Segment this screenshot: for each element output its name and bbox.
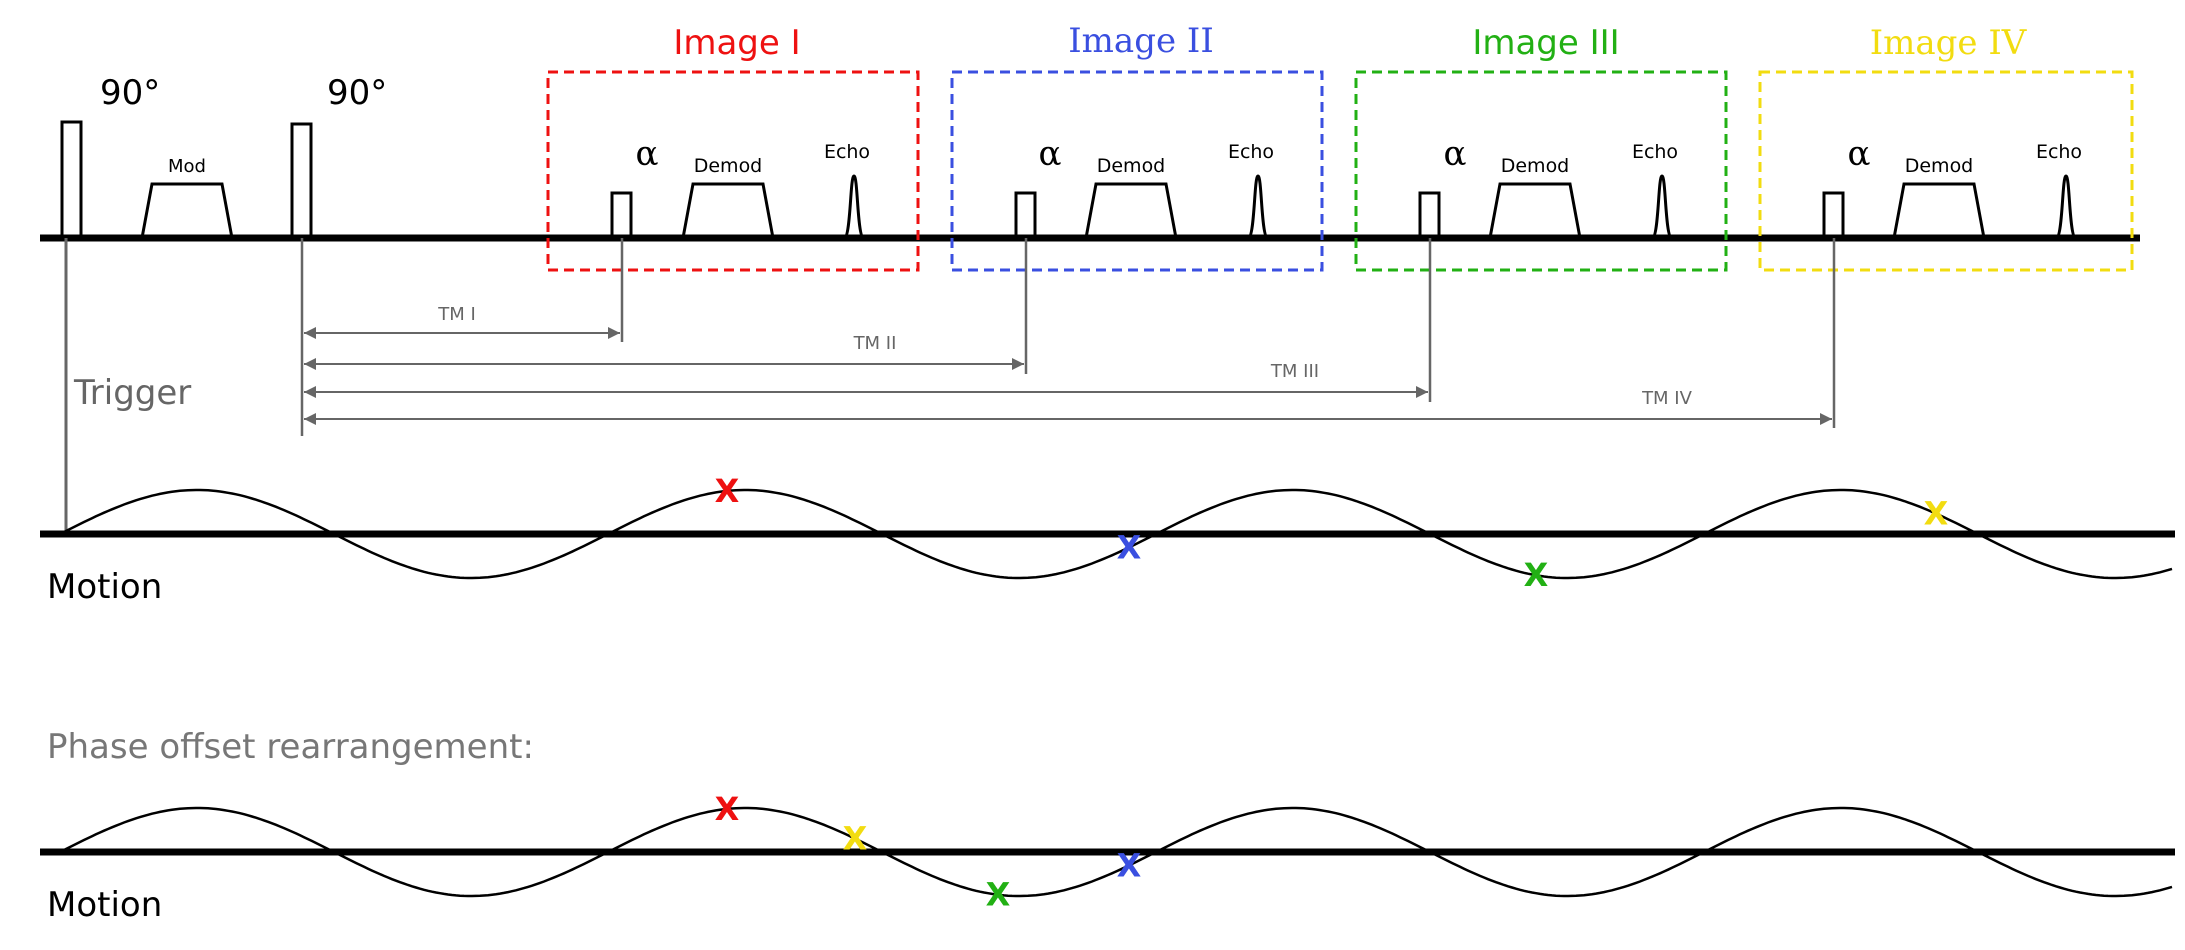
- rearrangement-title: Phase offset rearrangement:: [47, 727, 534, 767]
- image-title-1: Image I: [673, 23, 800, 63]
- motion-wave-2: [59, 806, 2173, 898]
- rf-pulse-90-first-label: 90°: [100, 73, 160, 113]
- rearranged-marker-image-1: X: [715, 790, 740, 828]
- image-box-4: [1758, 70, 2134, 272]
- tm-label-1: TM I: [437, 304, 476, 325]
- trigger-label: Trigger: [73, 373, 191, 413]
- motion-label-1: Motion: [47, 567, 162, 607]
- echo-signal-1: [842, 174, 866, 240]
- alpha-pulse-1: [610, 191, 633, 240]
- mod-gradient: [140, 182, 234, 239]
- timing-annotations: [64, 238, 1836, 534]
- motion-track-2: Motion X X X X: [40, 790, 2175, 925]
- tm-labels: TM I TM II TM III TM IV: [437, 304, 1692, 409]
- tm-arrow-4: [304, 413, 1832, 425]
- tm-arrow-2: [304, 358, 1024, 370]
- echo-signal-4: [2054, 174, 2078, 240]
- image-title-3: Image III: [1472, 23, 1619, 63]
- tm-arrow-3: [304, 386, 1428, 398]
- mod-gradient-label: Mod: [168, 156, 206, 177]
- tm-label-4: TM IV: [1641, 388, 1693, 409]
- motion-marker-image-2: X: [1117, 528, 1142, 566]
- image-block-3: Image III α Demod Echo: [1354, 23, 1728, 272]
- rearranged-marker-image-4: X: [843, 820, 868, 858]
- alpha-label-1: α: [636, 134, 659, 174]
- echo-label-1: Echo: [824, 141, 870, 163]
- rearranged-marker-image-3: X: [986, 876, 1011, 914]
- rf-pulse-90-second-label: 90°: [327, 73, 387, 113]
- motion-markers-2: X X X X: [715, 790, 1142, 914]
- alpha-pulse-2: [1014, 191, 1037, 240]
- demod-gradient-4: [1892, 182, 1986, 239]
- rf-pulse-90-first: [60, 120, 83, 240]
- image-box-2: [950, 70, 1324, 272]
- tm-label-3: TM III: [1270, 361, 1319, 382]
- tm-arrow-1: [304, 327, 620, 339]
- pulse-sequence: 90° Mod 90° Image I α Demod Echo Image I…: [40, 21, 2140, 272]
- motion-marker-image-1: X: [715, 472, 740, 510]
- demod-gradient-2: [1084, 182, 1178, 239]
- image-title-4: Image IV: [1870, 23, 2028, 63]
- rf-pulse-90-second: [290, 122, 313, 240]
- echo-label-3: Echo: [1632, 141, 1678, 163]
- echo-label-4: Echo: [2036, 141, 2082, 163]
- motion-label-2: Motion: [47, 885, 162, 925]
- motion-marker-image-4: X: [1924, 495, 1949, 533]
- rearranged-marker-image-2: X: [1117, 846, 1142, 884]
- image-box-1: [546, 70, 920, 272]
- tm-label-2: TM II: [853, 333, 897, 354]
- motion-track-1: Motion X X X X: [40, 472, 2175, 607]
- image-box-3: [1354, 70, 1728, 272]
- motion-wave-1: [59, 488, 2173, 580]
- demod-label-4: Demod: [1905, 155, 1974, 177]
- demod-gradient-1: [681, 182, 775, 239]
- image-block-1: Image I α Demod Echo: [546, 23, 920, 272]
- demod-gradient-3: [1488, 182, 1582, 239]
- image-block-4: Image IV α Demod Echo: [1758, 23, 2134, 272]
- alpha-pulse-3: [1418, 191, 1441, 240]
- alpha-label-4: α: [1848, 134, 1871, 174]
- motion-marker-image-3: X: [1524, 556, 1549, 594]
- alpha-pulse-4: [1822, 191, 1845, 240]
- image-title-2: Image II: [1068, 21, 1214, 61]
- demod-label-1: Demod: [694, 155, 763, 177]
- motion-markers-1: X X X X: [715, 472, 1949, 594]
- echo-signal-2: [1246, 174, 1270, 240]
- alpha-label-3: α: [1444, 134, 1467, 174]
- echo-signal-3: [1650, 174, 1674, 240]
- alpha-label-2: α: [1039, 134, 1062, 174]
- demod-label-2: Demod: [1097, 155, 1166, 177]
- image-block-2: Image II α Demod Echo: [950, 21, 1324, 272]
- echo-label-2: Echo: [1228, 141, 1274, 163]
- demod-label-3: Demod: [1501, 155, 1570, 177]
